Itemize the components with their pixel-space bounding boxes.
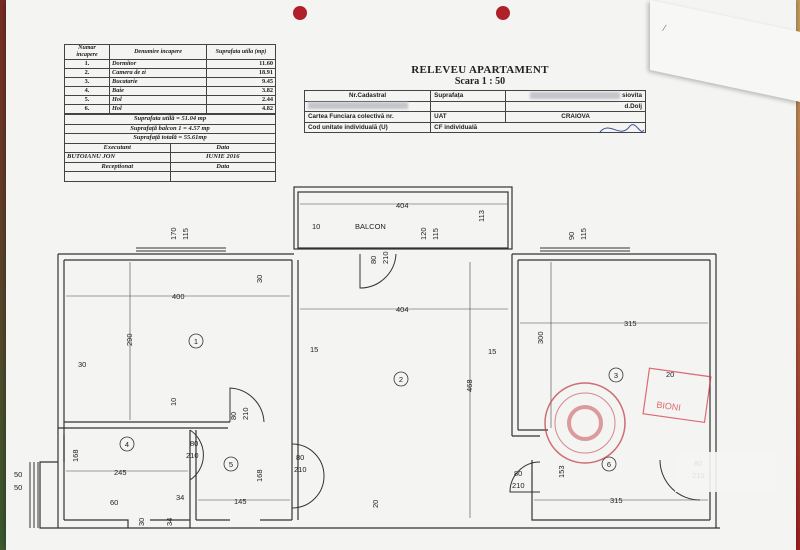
title-scale: Scara 1 : 50 xyxy=(454,76,506,87)
stamp-text: BIONI xyxy=(656,400,682,413)
dim-label: 120 xyxy=(419,227,428,240)
room-markers xyxy=(119,333,624,472)
dim-label: 115 xyxy=(181,228,190,240)
dim-label: 300 xyxy=(536,331,545,344)
signature xyxy=(599,124,645,133)
dim-label: 80 xyxy=(229,412,238,420)
dimension-lines xyxy=(66,203,708,518)
dim-label: 15 xyxy=(488,347,496,356)
dim-label: 404 xyxy=(396,305,409,314)
dim-label: 210 xyxy=(294,465,307,474)
redacted-area xyxy=(675,452,775,492)
dim-label: 50 xyxy=(14,470,22,479)
room-number: 2 xyxy=(399,375,403,384)
room-number: 6 xyxy=(607,460,611,469)
dimension-labels: 404 10 BALCON 113 170 115 90 115 120 115… xyxy=(14,201,705,526)
dim-label: 290 xyxy=(125,333,134,346)
rooms-table: Numar incapere Denumire incapere Suprafa… xyxy=(64,44,276,114)
dim-label: 15 xyxy=(310,345,318,354)
dim-label: 60 xyxy=(110,498,118,507)
punch-hole xyxy=(496,6,510,20)
dim-label: 404 xyxy=(396,201,409,210)
dim-label: 90 xyxy=(567,232,576,240)
dim-label: 113 xyxy=(477,210,486,222)
dim-label: 20 xyxy=(371,500,380,508)
title-main: RELEVEU APARTAMENT xyxy=(411,64,549,76)
room-number: 1 xyxy=(194,337,198,346)
dim-label: 50 xyxy=(14,483,22,492)
dim-label: 115 xyxy=(579,228,588,240)
room-number: 5 xyxy=(229,460,233,469)
cadastral-table: Nr.Cadastral Suprafața siovita d.Dolj Ca… xyxy=(303,90,646,133)
dim-label: 10 xyxy=(312,222,320,231)
dim-label: 168 xyxy=(71,449,80,462)
dim-label: 80 xyxy=(514,469,522,478)
dim-label: 153 xyxy=(557,465,566,478)
room-numbers: 1 2 3 4 5 6 xyxy=(125,337,618,469)
redacted-text xyxy=(530,91,621,99)
door-swings xyxy=(189,253,701,509)
dim-label: 210 xyxy=(186,451,199,460)
windows xyxy=(29,247,630,528)
dim-label: 170 xyxy=(169,227,178,240)
dim-label: 210 xyxy=(512,481,525,490)
dim-label: 80 xyxy=(369,256,378,264)
redacted-text xyxy=(308,102,408,110)
dim-label: 210 xyxy=(381,251,390,264)
round-seal xyxy=(544,382,626,464)
dim-label: 145 xyxy=(234,497,247,506)
dim-label: 30 xyxy=(255,275,264,283)
balcony-label: BALCON xyxy=(355,222,386,231)
dim-label: 34 xyxy=(176,493,184,502)
rooms-table-header: Numar incapere Denumire incapere Suprafa… xyxy=(64,44,276,60)
dim-label: 115 xyxy=(431,228,440,240)
dim-label: 468 xyxy=(465,379,474,392)
room-number: 3 xyxy=(614,371,618,380)
cf-individual-label: CF individuală xyxy=(430,121,646,133)
dim-label: 34 xyxy=(165,518,174,526)
dim-label: 210 xyxy=(241,407,250,420)
totals-table: Suprafata utilă = 51.04 mp Suprafață bal… xyxy=(64,114,276,182)
plan-walls xyxy=(39,186,720,529)
dim-label: 80 xyxy=(296,453,304,462)
dim-label: 80 xyxy=(190,439,198,448)
dim-label: 315 xyxy=(610,496,623,505)
dim-label: 30 xyxy=(137,518,146,526)
room-number: 4 xyxy=(125,440,129,449)
dim-label: 400 xyxy=(172,292,185,301)
cod-unitate-label: Cod unitate individuală (U) xyxy=(303,121,432,133)
dim-label: 168 xyxy=(255,469,264,482)
dim-label: 245 xyxy=(114,468,127,477)
dim-label: 10 xyxy=(169,398,178,406)
rectangular-stamp: BIONI xyxy=(642,367,712,424)
page-title: RELEVEU APARTAMENT Scara 1 : 50 xyxy=(380,64,580,87)
dim-label: 315 xyxy=(624,319,637,328)
punch-hole xyxy=(293,6,307,20)
dim-label: 20 xyxy=(666,370,674,379)
dim-label: 30 xyxy=(78,360,86,369)
